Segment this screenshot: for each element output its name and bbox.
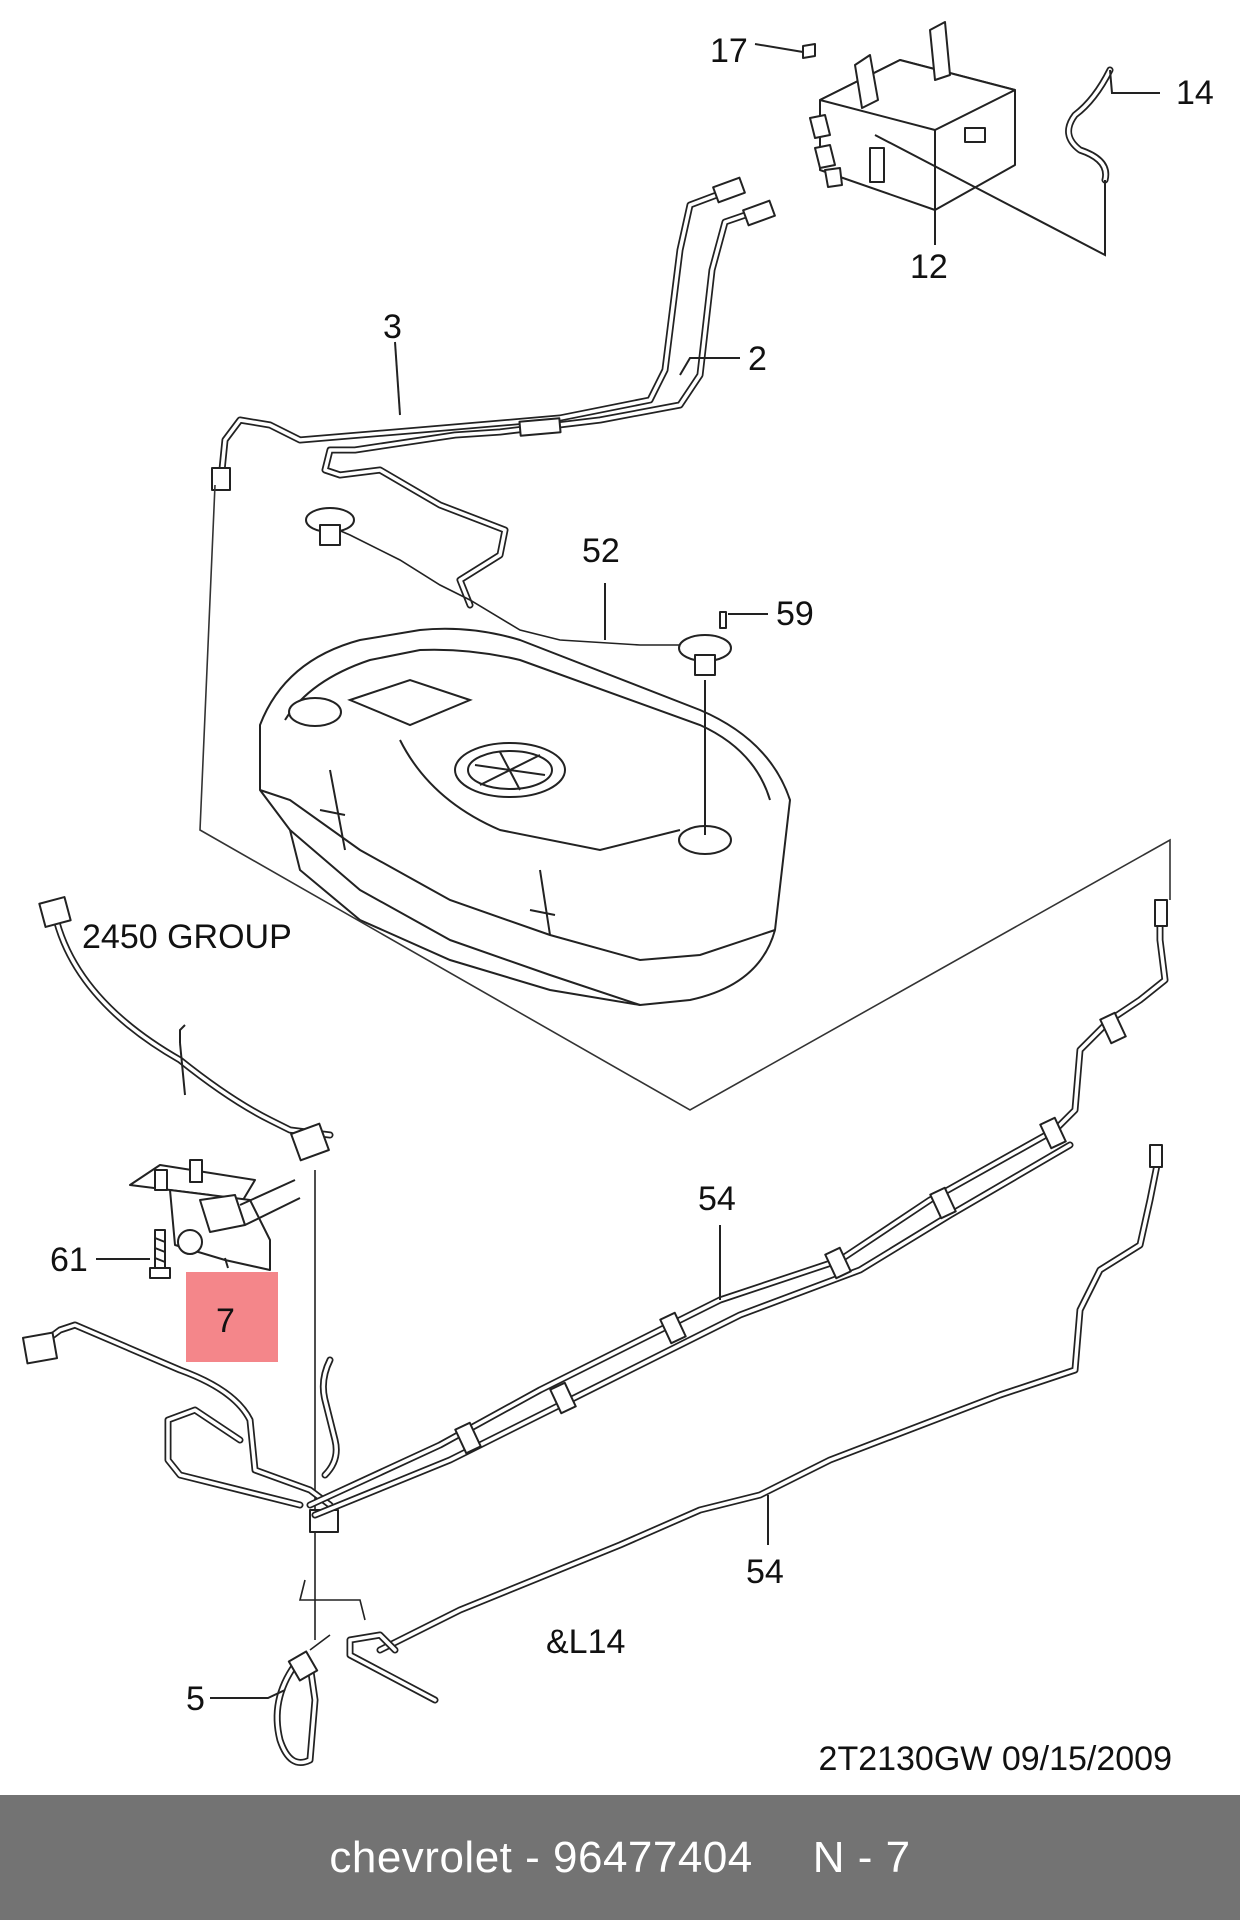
bolt-61 (149, 1229, 171, 1279)
footer-bar: chevrolet - 96477404 N - 7 (0, 1795, 1240, 1920)
footer-brand-part: chevrolet - 96477404 (329, 1832, 753, 1882)
callout-59: 59 (776, 595, 814, 633)
diagram-code: 2T2130GW 09/15/2009 (819, 1740, 1172, 1778)
purge-valve-7 (129, 1159, 301, 1271)
callout-l14: &L14 (546, 1623, 625, 1661)
callout-7: 7 (216, 1302, 235, 1340)
highlight-box-7 (186, 1272, 278, 1362)
leader-lines (96, 43, 1160, 1699)
line-5 (273, 1170, 366, 1766)
canister-assembly (802, 21, 1016, 211)
callout-17: 17 (710, 32, 748, 70)
fuel-tank (259, 627, 791, 1006)
callout-54-lower: 54 (746, 1553, 784, 1591)
vent-line-52 (305, 507, 732, 676)
callout-5: 5 (186, 1680, 205, 1718)
callout-52: 52 (582, 532, 620, 570)
callout-61: 61 (50, 1241, 88, 1279)
callout-54-upper: 54 (698, 1180, 736, 1218)
callout-12: 12 (910, 248, 948, 286)
group-2450-line (38, 896, 334, 1162)
fuel-lines-54 (306, 899, 1169, 1704)
assembly-boundary (199, 484, 1171, 1111)
hose-14 (1065, 66, 1114, 184)
callout-14: 14 (1176, 74, 1214, 112)
callout-2: 2 (748, 340, 767, 378)
vapor-lines-2-3 (211, 176, 776, 609)
footer-page-ref: N - 7 (812, 1832, 911, 1882)
callout-2450-group: 2450 GROUP (82, 918, 292, 956)
parts-diagram: 17 14 12 3 2 52 59 2450 GROUP 54 61 7 54… (21, 21, 1214, 1778)
callout-3: 3 (383, 308, 402, 346)
return-hose (21, 1321, 339, 1533)
